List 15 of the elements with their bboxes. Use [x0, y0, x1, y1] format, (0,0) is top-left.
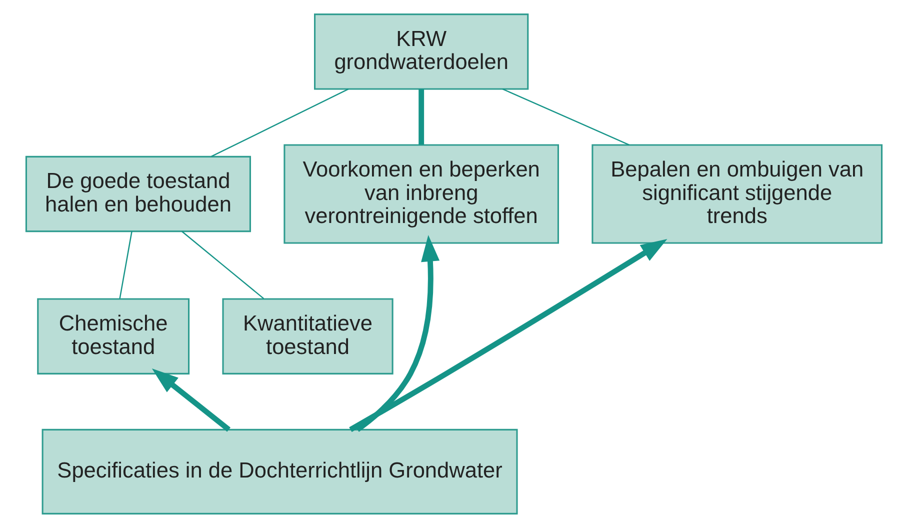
connector	[210, 88, 348, 158]
arrow	[151, 368, 230, 432]
node-box: Voorkomen en beperken van inbreng verontreinigende stoffen	[283, 144, 558, 244]
node-box: Kwantitatieve toestand	[222, 298, 393, 374]
node-box: Chemische toestand	[36, 298, 190, 374]
node-box: KRW grondwaterdoelen	[314, 14, 528, 90]
node-box: Bepalen en ombuigen van significant stijgende trends	[591, 144, 882, 244]
connector	[118, 231, 132, 299]
connector	[181, 230, 264, 300]
arrow	[348, 238, 667, 432]
node-box: Specificaties in de Dochterrichtlijn Grondwater	[41, 428, 518, 514]
arrow	[355, 234, 440, 432]
connector	[502, 88, 630, 146]
connector	[418, 89, 424, 145]
node-box: De goede toestand halen en behouden	[24, 156, 250, 232]
